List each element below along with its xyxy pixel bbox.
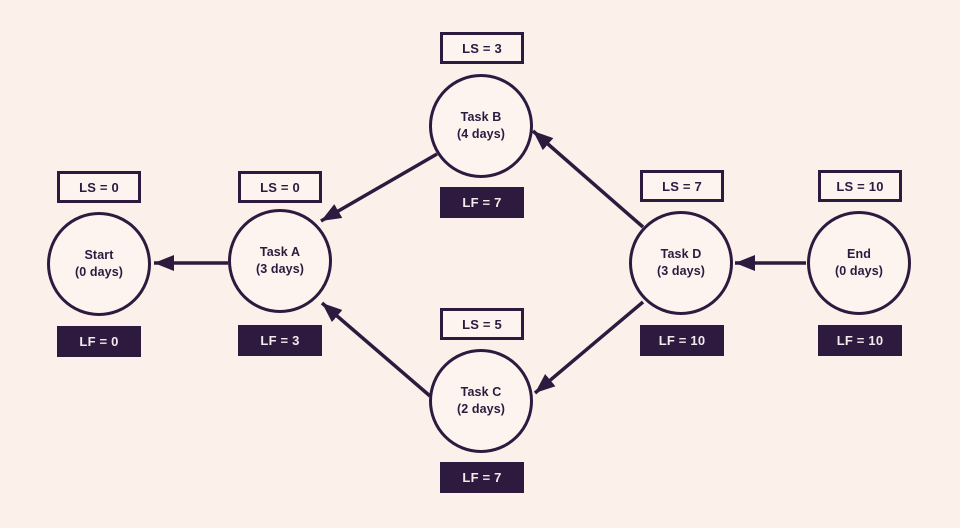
arrow-task-d-to-task-b xyxy=(531,129,645,229)
node-task-b: Task B (4 days) xyxy=(429,74,533,178)
node-label: End xyxy=(847,247,871,262)
node-task-a: Task A (3 days) xyxy=(228,209,332,313)
late-start-badge-task-d: LS = 7 xyxy=(640,170,724,202)
arrow-task-b-to-task-a xyxy=(320,152,438,223)
node-label: Start xyxy=(84,248,114,263)
node-duration: (0 days) xyxy=(834,264,884,278)
node-task-d: Task D (3 days) xyxy=(629,211,733,315)
node-duration: (3 days) xyxy=(255,262,305,276)
node-duration: (2 days) xyxy=(456,402,506,416)
node-duration: (4 days) xyxy=(456,127,506,141)
late-finish-badge-end: LF = 10 xyxy=(818,325,902,356)
node-duration: (3 days) xyxy=(656,264,706,278)
late-finish-badge-task-a: LF = 3 xyxy=(238,325,322,356)
arrow-task-d-to-task-c xyxy=(533,300,645,395)
arrow-task-c-to-task-a xyxy=(320,301,432,398)
late-finish-badge-task-c: LF = 7 xyxy=(440,462,524,493)
late-start-badge-task-c: LS = 5 xyxy=(440,308,524,340)
node-end: End (0 days) xyxy=(807,211,911,315)
node-duration: (0 days) xyxy=(74,265,124,279)
node-start: Start (0 days) xyxy=(47,212,151,316)
late-finish-badge-start: LF = 0 xyxy=(57,326,141,357)
node-label: Task B xyxy=(460,110,502,125)
late-finish-badge-task-b: LF = 7 xyxy=(440,187,524,218)
late-start-badge-end: LS = 10 xyxy=(818,170,902,202)
late-finish-badge-task-d: LF = 10 xyxy=(640,325,724,356)
node-label: Task A xyxy=(259,245,301,260)
node-label: Task D xyxy=(660,247,702,262)
node-label: Task C xyxy=(460,385,502,400)
node-task-c: Task C (2 days) xyxy=(429,349,533,453)
late-start-badge-start: LS = 0 xyxy=(57,171,141,203)
late-start-badge-task-b: LS = 3 xyxy=(440,32,524,64)
late-start-badge-task-a: LS = 0 xyxy=(238,171,322,203)
